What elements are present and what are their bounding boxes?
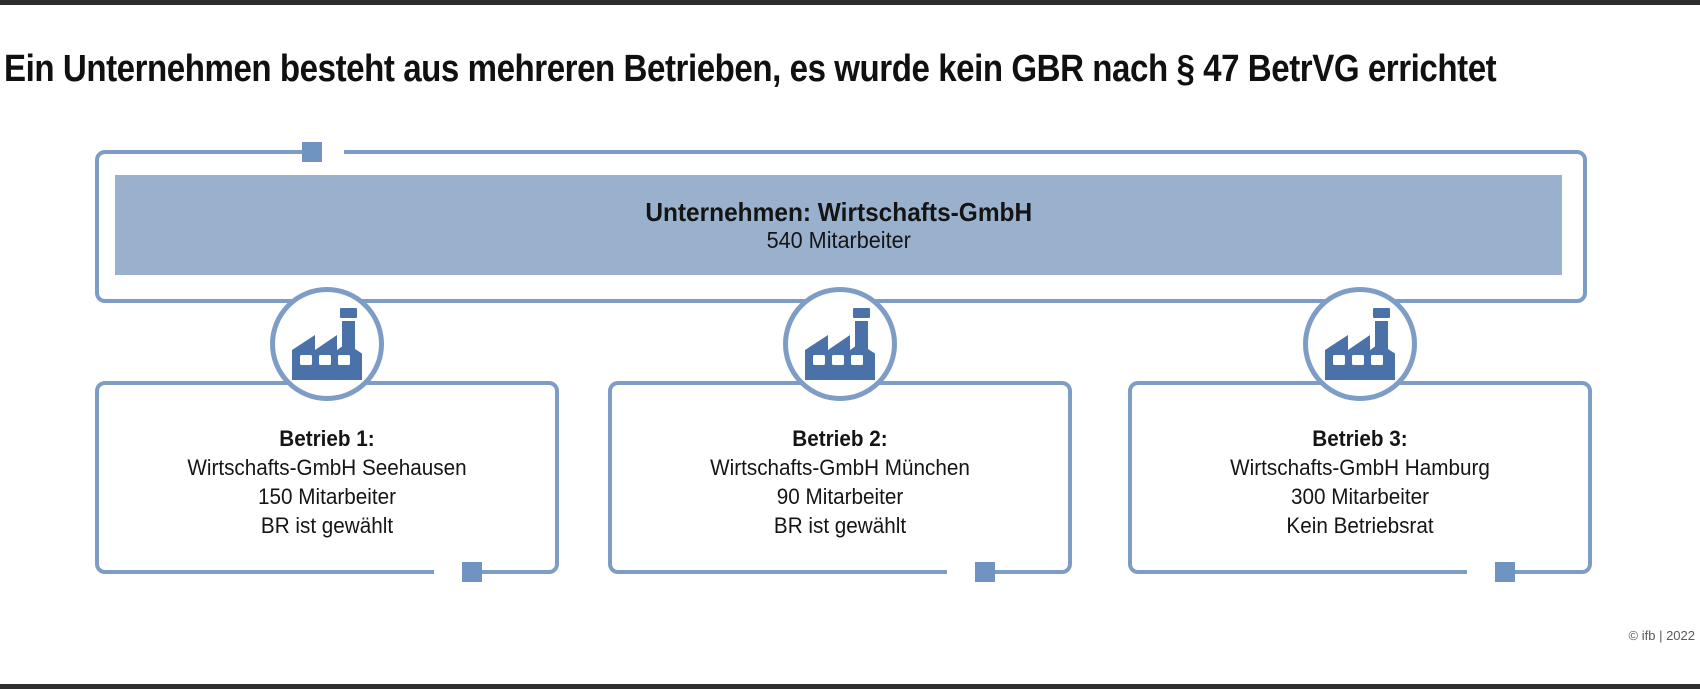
site-box-2 <box>608 381 1072 574</box>
site2-icon-circle <box>783 287 897 401</box>
site1-text: Betrieb 1: Wirtschafts-GmbH Seehausen 15… <box>109 424 545 540</box>
site1-council: BR ist gewählt <box>260 513 394 538</box>
site1-employees: 150 Mitarbeiter <box>258 484 396 509</box>
top-frame-bar <box>0 0 1700 5</box>
site3-border-gap <box>1467 566 1495 578</box>
company-employees: 540 Mitarbeiter <box>766 226 911 253</box>
factory-icon <box>292 308 362 380</box>
site3-text: Betrieb 3: Wirtschafts-GmbH Hamburg 300 … <box>1142 424 1578 540</box>
site3-council: Kein Betriebsrat <box>1286 513 1434 538</box>
site1-border-gap <box>434 566 462 578</box>
site1-icon-circle <box>270 287 384 401</box>
site3-icon-circle <box>1303 287 1417 401</box>
copyright-credit: © ifb | 2022 <box>1628 628 1695 643</box>
company-bar: Unternehmen: Wirtschafts-GmbH 540 Mitarb… <box>115 175 1562 275</box>
site-box-3 <box>1128 381 1592 574</box>
company-border-gap <box>322 146 344 158</box>
site3-name: Wirtschafts-GmbH Hamburg <box>1230 455 1490 480</box>
site2-text: Betrieb 2: Wirtschafts-GmbH München 90 M… <box>622 424 1058 540</box>
site2-council: BR ist gewählt <box>773 513 907 538</box>
factory-icon <box>1325 308 1395 380</box>
site1-title: Betrieb 1: <box>279 426 375 451</box>
site2-name: Wirtschafts-GmbH München <box>710 455 970 480</box>
company-name: Unternehmen: Wirtschafts-GmbH <box>645 196 1032 227</box>
page-title: Ein Unternehmen besteht aus mehreren Bet… <box>4 48 1497 90</box>
factory-icon <box>805 308 875 380</box>
site2-border-gap <box>947 566 975 578</box>
bottom-frame-bar <box>0 684 1700 689</box>
site2-title: Betrieb 2: <box>792 426 888 451</box>
site3-connector-square <box>1495 562 1515 582</box>
site-box-1 <box>95 381 559 574</box>
site1-name: Wirtschafts-GmbH Seehausen <box>187 455 467 480</box>
site2-employees: 90 Mitarbeiter <box>776 484 904 509</box>
site3-employees: 300 Mitarbeiter <box>1291 484 1429 509</box>
site1-connector-square <box>462 562 482 582</box>
site2-connector-square <box>975 562 995 582</box>
company-connector-square <box>302 142 322 162</box>
site3-title: Betrieb 3: <box>1312 426 1408 451</box>
